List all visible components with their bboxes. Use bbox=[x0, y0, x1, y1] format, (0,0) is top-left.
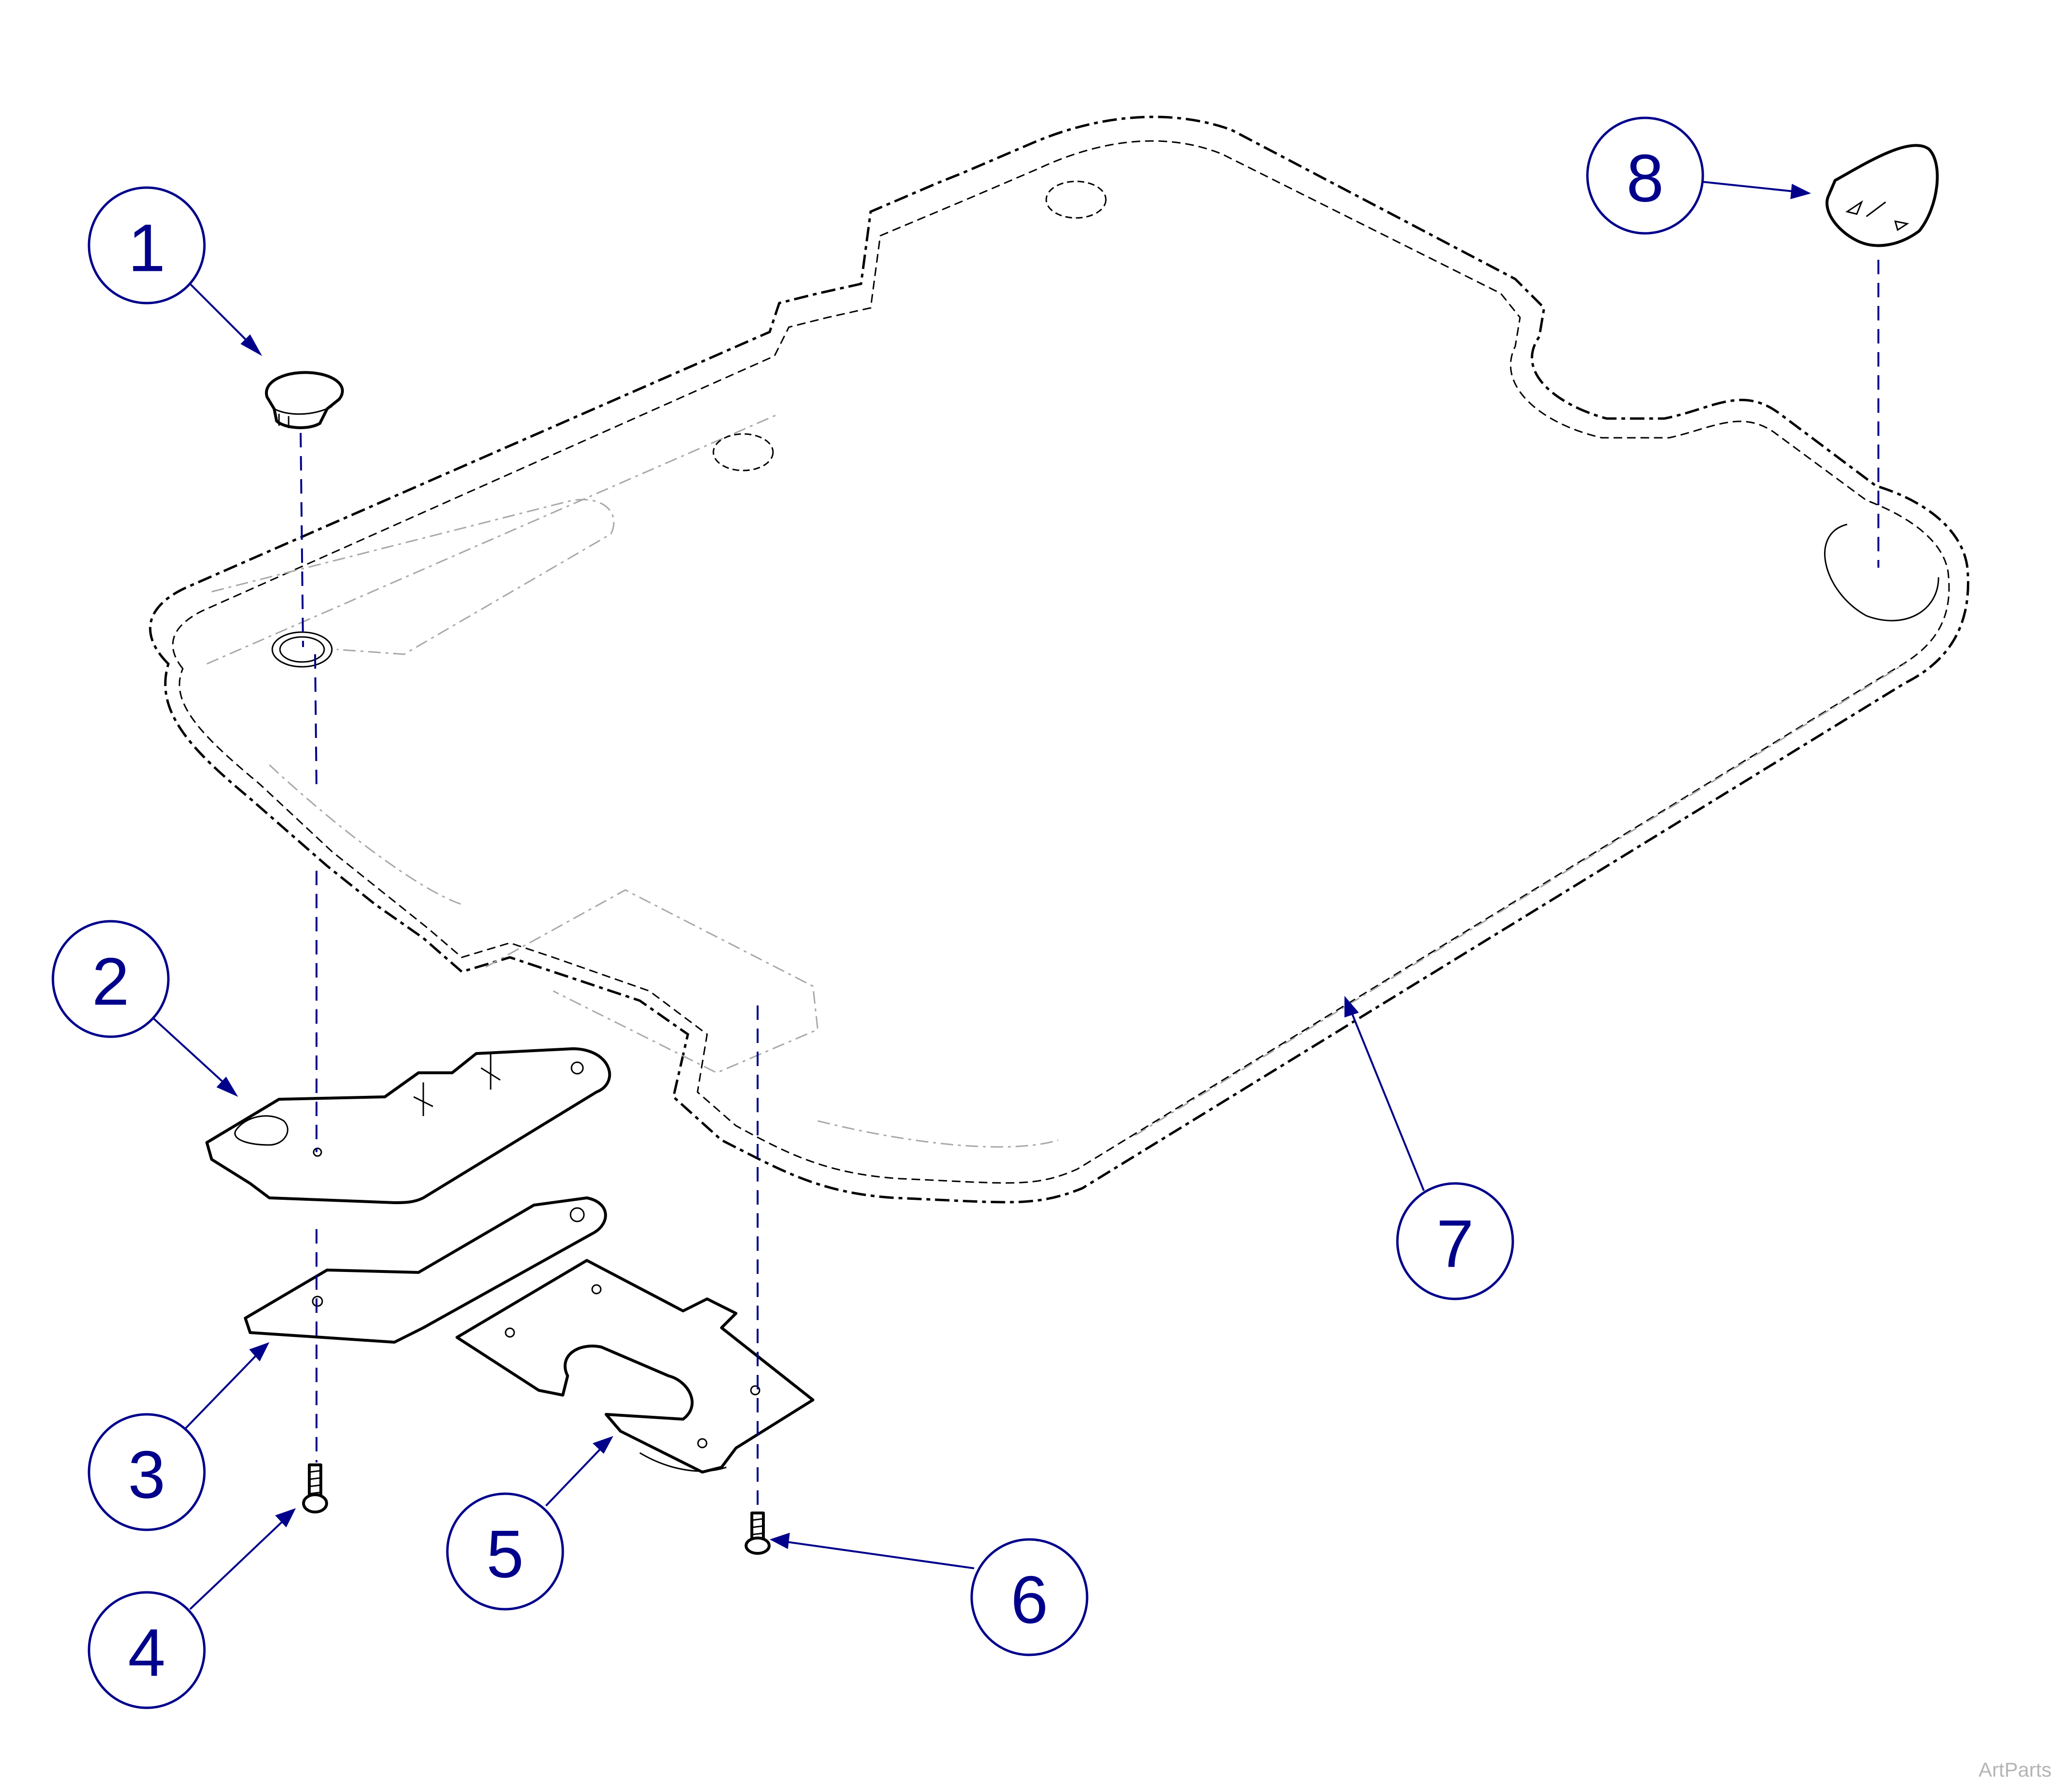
callout-8-label: 8 bbox=[1626, 140, 1664, 216]
callout-3-label: 3 bbox=[128, 1437, 165, 1512]
callout-5: 5 bbox=[446, 1492, 564, 1611]
callout-4-label: 4 bbox=[128, 1615, 165, 1690]
callout-2: 2 bbox=[51, 920, 170, 1038]
hole-cap-part-1 bbox=[265, 371, 344, 429]
callout-5-label: 5 bbox=[486, 1516, 524, 1592]
callout-7-label: 7 bbox=[1436, 1206, 1474, 1282]
callout-2-label: 2 bbox=[92, 944, 129, 1019]
callout-1: 1 bbox=[88, 186, 206, 305]
callout-6: 6 bbox=[970, 1538, 1089, 1656]
callout-8: 8 bbox=[1586, 116, 1704, 235]
assembly-centerlines bbox=[300, 260, 1879, 1511]
callout-6-label: 6 bbox=[1011, 1562, 1048, 1638]
callout-7: 7 bbox=[1396, 1182, 1514, 1300]
screw-part-4 bbox=[302, 1463, 328, 1513]
callout-4: 4 bbox=[88, 1591, 206, 1709]
callout-3: 3 bbox=[88, 1413, 206, 1531]
callout-1-label: 1 bbox=[128, 210, 165, 286]
lower-plate-part-3 bbox=[244, 1196, 607, 1344]
screw-part-6 bbox=[745, 1512, 771, 1555]
leader-lines bbox=[141, 181, 1811, 1610]
artparts-watermark: ArtParts bbox=[1978, 1758, 2052, 1781]
end-cap-part-8 bbox=[1825, 144, 1939, 247]
bracket-plate-part-2 bbox=[205, 1047, 611, 1204]
tray-frame-part-7 bbox=[149, 115, 1969, 1204]
slotted-bracket-part-5 bbox=[456, 1259, 814, 1474]
